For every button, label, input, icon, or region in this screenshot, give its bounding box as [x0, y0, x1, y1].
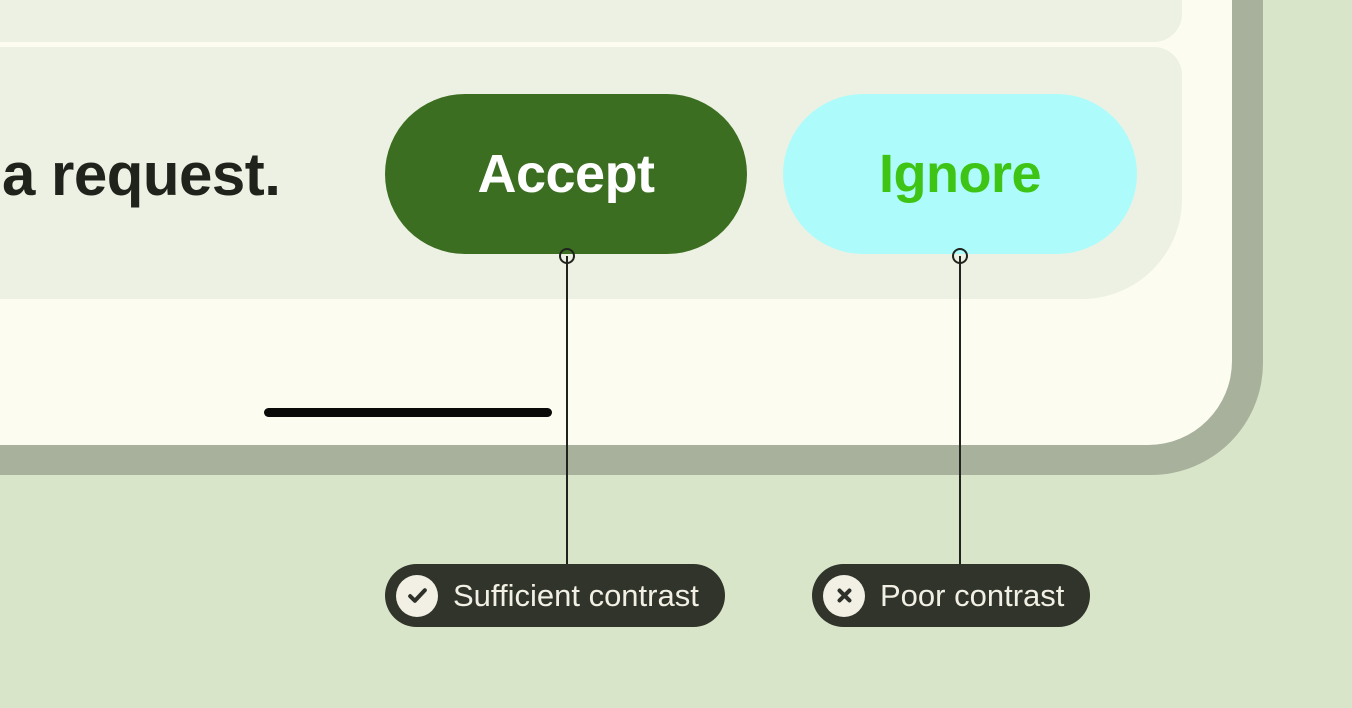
accept-button[interactable]: Accept: [385, 94, 747, 254]
leader-line-accept: [566, 256, 568, 564]
poor-contrast-callout: Poor contrast: [812, 564, 1091, 627]
check-icon: [396, 574, 438, 617]
x-icon: [823, 574, 865, 617]
sufficient-contrast-callout: Sufficient contrast: [385, 564, 725, 627]
leader-dot-accept: [559, 248, 575, 264]
home-indicator-bar: [264, 408, 552, 417]
notification-card-previous: [0, 0, 1182, 42]
notification-message-text: a request.: [2, 141, 281, 208]
sufficient-contrast-label: Sufficient contrast: [453, 577, 699, 613]
leader-dot-ignore: [952, 248, 968, 264]
leader-line-ignore: [959, 256, 961, 564]
ignore-button[interactable]: Ignore: [783, 94, 1137, 254]
poor-contrast-label: Poor contrast: [880, 577, 1065, 613]
